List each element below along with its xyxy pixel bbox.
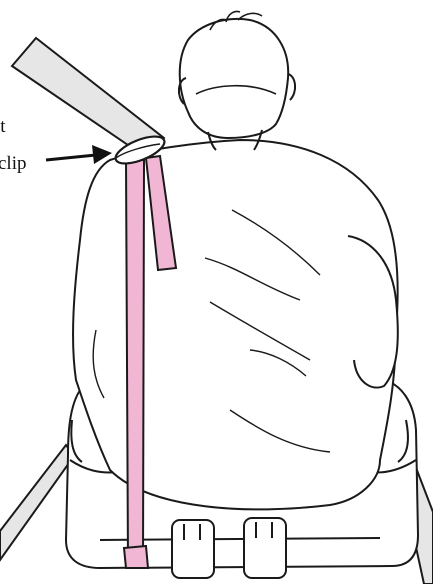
head [179,11,295,150]
right-arrow-icon [46,145,112,164]
belt-label: lt [0,117,6,136]
clip-label: clip [0,154,27,173]
torso [73,140,398,509]
lap-belt-left [0,445,74,560]
